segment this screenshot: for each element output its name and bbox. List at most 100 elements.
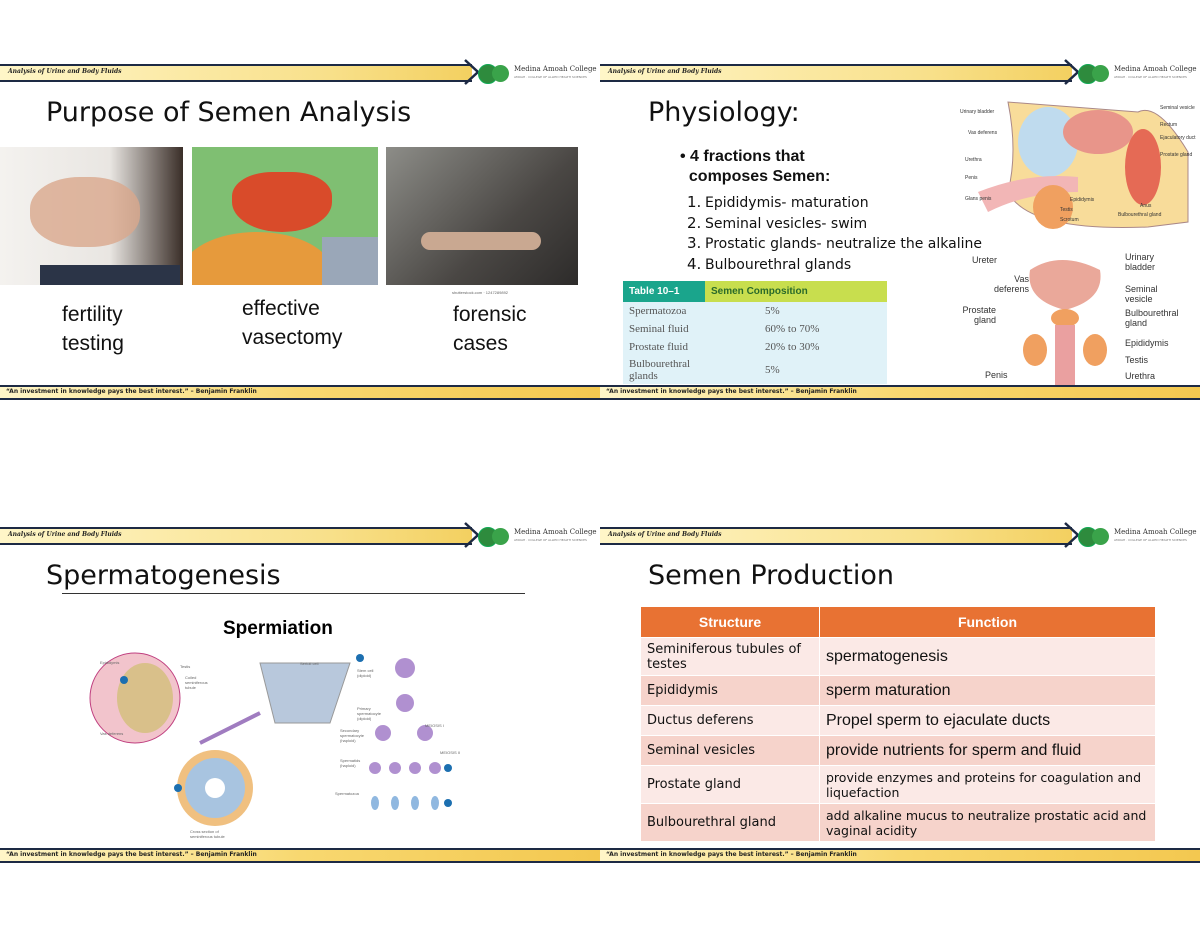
label: Epididymis (100, 660, 120, 665)
label: Seminal vesicle (1125, 284, 1158, 304)
label: Sertoli cell (300, 661, 319, 666)
label: Testis (1125, 355, 1149, 365)
label: Testis (180, 664, 191, 669)
footer-quote: “An investment in knowledge pays the bes… (6, 851, 257, 858)
label: Ductus deferens (640, 705, 820, 736)
label: AMOAH · COLLEGE OF ALLIED HEALTH SCIENCE… (514, 75, 587, 79)
label: Urethra (965, 157, 982, 163)
label: Prostatic glands- neutralize the alkalin… (705, 236, 982, 252)
label: Scrotum (1060, 217, 1079, 223)
slide-header-bar: Analysis of Urine and Body Fluids (0, 527, 472, 545)
label: composes Semen: (688, 168, 831, 185)
label: Prostate gland (1160, 152, 1193, 158)
label: Medina Amoah College (514, 65, 597, 73)
label: Epididymis (1070, 197, 1095, 203)
table-row: Spermatozoa 5% (623, 302, 887, 320)
label: Function (819, 606, 1156, 638)
label: Urinary bladder (960, 109, 995, 115)
label: fertility (62, 303, 123, 326)
label: 3. (687, 234, 702, 252)
slide-footer-bar: “An investment in knowledge pays the bes… (0, 848, 600, 863)
label: Prostate gland (962, 305, 996, 325)
vasectomy-photo (192, 147, 378, 285)
label: cases (453, 332, 508, 355)
label: Table 10–1 (623, 281, 705, 302)
label: Vas deferens (993, 274, 1029, 294)
slide-physiology: Physiology: • 4 fractions that composes … (600, 59, 1200, 405)
slide-purpose: Purpose of Semen Analysis shutterstock.c… (0, 59, 600, 405)
slide-footer-bar: “An investment in knowledge pays the bes… (0, 385, 600, 400)
slide-header-bar: Analysis of Urine and Body Fluids (600, 64, 1072, 82)
fractions-list: 1.Epididymis- maturation 2.Seminal vesic… (687, 193, 982, 276)
label: Spermatids (haploid) (340, 758, 361, 768)
label: Propel sperm to ejaculate ducts (819, 705, 1156, 736)
label: Spermatozoa (629, 305, 687, 317)
label: Seminal fluid (629, 323, 689, 335)
label: AMOAH · COLLEGE OF ALLIED HEALTH SCIENCE… (1114, 538, 1187, 542)
label: 4 fractions that (690, 148, 805, 165)
label: Prostate gland (640, 765, 820, 804)
label: Glans penis (965, 196, 992, 202)
label: Secondary spermatocyte (haploid) (340, 728, 365, 743)
label: Bulbourethral gland (640, 803, 820, 842)
label: AMOAH · COLLEGE OF ALLIED HEALTH SCIENCE… (1114, 75, 1187, 79)
forensic-photo (386, 147, 578, 285)
list-item: 1.Epididymis- maturation (687, 193, 982, 214)
label: 1. (687, 193, 702, 211)
label: testing (62, 332, 124, 355)
label: Prostate fluid (629, 341, 688, 353)
label: 5% (765, 364, 780, 376)
label: Seminiferous tubules of testes (640, 637, 820, 676)
label: Seminal vesicles- swim (705, 215, 868, 232)
course-title: Analysis of Urine and Body Fluids (8, 531, 122, 538)
list-item: 4.Bulbourethral glands (687, 255, 982, 276)
label: Epididymis (640, 675, 820, 706)
label: 60% to 70% (765, 323, 820, 335)
footer-quote: “An investment in knowledge pays the bes… (606, 388, 857, 395)
slide-title: Semen Production (648, 560, 895, 591)
slide-title: Spermatogenesis (46, 560, 281, 591)
image-credit: shutterstock.com · 1247289892 (452, 290, 509, 295)
label: Bulbourethral gland (1125, 308, 1179, 328)
label: MEIOSIS II (440, 750, 461, 755)
label: spermatogenesis (819, 637, 1156, 676)
label: 5% (765, 305, 780, 317)
footer-quote: “An investment in knowledge pays the bes… (606, 851, 857, 858)
anatomy-frontal-diagram (1023, 260, 1107, 385)
title-underline (62, 593, 525, 594)
fertility-photo (0, 147, 183, 285)
label: provide nutrients for sperm and fluid (819, 735, 1156, 766)
label: Epididymis- maturation (705, 195, 869, 211)
label: Stem cell (diploid) (357, 668, 374, 678)
label: provide enzymes and proteins for coagula… (819, 765, 1156, 804)
label: Medina Amoah College (1114, 65, 1197, 73)
label: 20% to 30% (765, 341, 820, 353)
slide-footer-bar: “An investment in knowledge pays the bes… (600, 385, 1200, 400)
course-title: Analysis of Urine and Body Fluids (608, 531, 722, 538)
label: effective (242, 297, 320, 320)
label: Primary spermatocyte (diploid) (357, 706, 382, 721)
label: sperm maturation (819, 675, 1156, 706)
label: 4. (687, 254, 702, 273)
table-row: Prostate fluid 20% to 30% (623, 338, 887, 356)
slide-footer-bar: “An investment in knowledge pays the bes… (600, 848, 1200, 863)
list-item: 3.Prostatic glands- neutralize the alkal… (687, 234, 982, 255)
label: Ureter (972, 255, 998, 265)
label: MEIOSIS I (425, 723, 444, 728)
caption-fertility: fertility testing (62, 300, 124, 358)
label: add alkaline mucus to neutralize prostat… (819, 803, 1156, 842)
label: 2. (687, 213, 702, 232)
table-row: Seminal fluid 60% to 70% (623, 320, 887, 338)
